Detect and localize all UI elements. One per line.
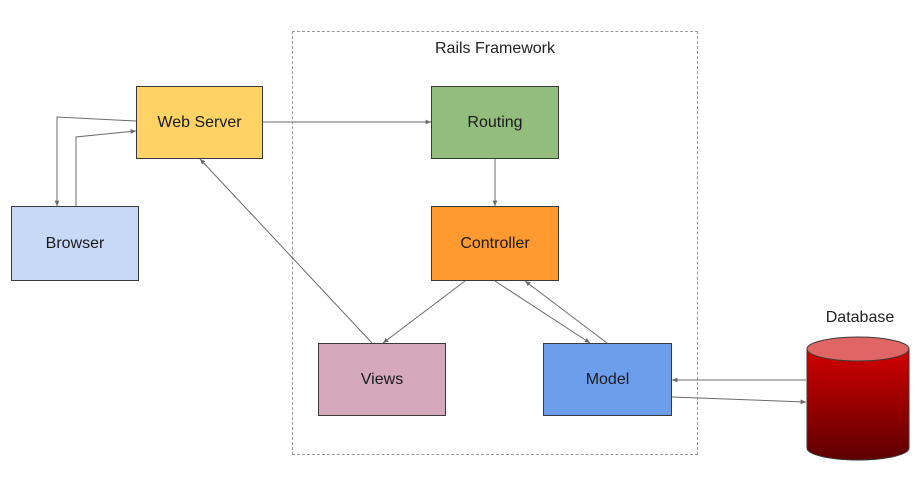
- routing-label: Routing: [467, 113, 523, 131]
- browser-label: Browser: [45, 234, 105, 252]
- browser-node: Browser: [11, 206, 139, 281]
- views-label: Views: [360, 370, 404, 388]
- controller-node: Controller: [431, 206, 559, 281]
- model-node: Model: [543, 343, 672, 416]
- database-label: Database: [825, 309, 895, 326]
- model-label: Model: [585, 370, 630, 388]
- database-body: [806, 349, 910, 461]
- database-cylinder-icon: [806, 336, 910, 461]
- rails-framework-label: Rails Framework: [434, 40, 555, 57]
- database-top: [806, 336, 910, 362]
- web-server-label: Web Server: [157, 113, 242, 131]
- views-node: Views: [318, 343, 446, 416]
- edge-browser-to-webserver: [75, 129, 137, 206]
- edge-webserver-to-browser: [54, 116, 137, 206]
- routing-node: Routing: [431, 86, 559, 159]
- web-server-node: Web Server: [136, 86, 263, 159]
- controller-label: Controller: [460, 234, 530, 252]
